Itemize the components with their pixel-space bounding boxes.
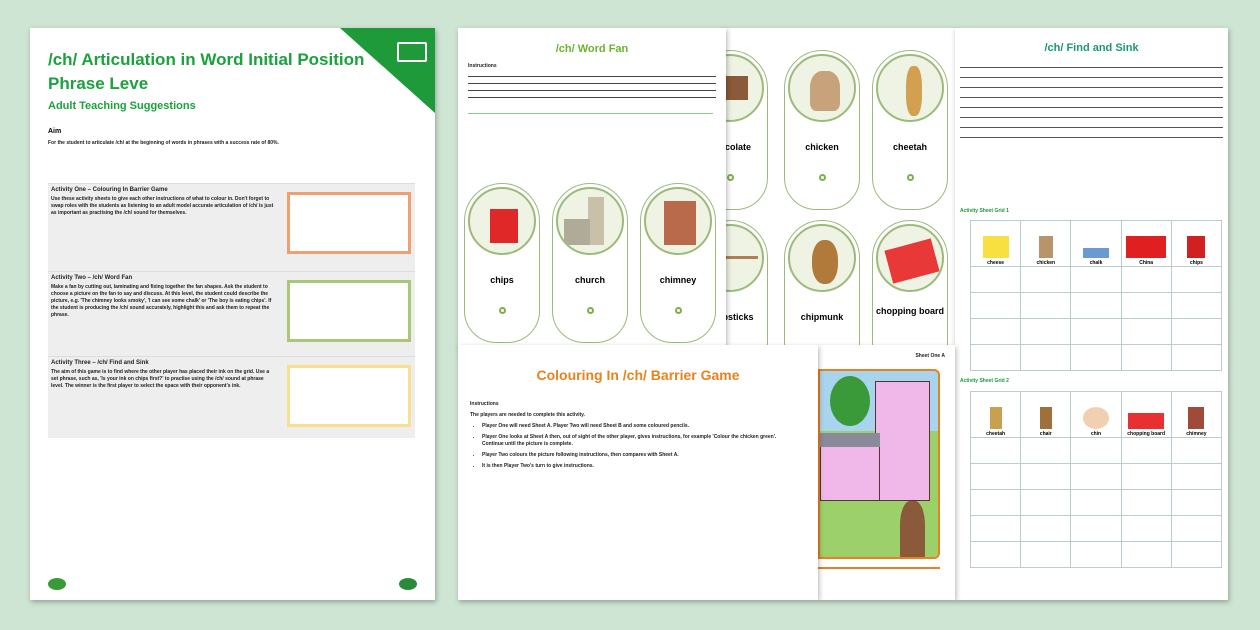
teaching-suggestions-page: /ch/ Articulation in Word Initial Positi… [30, 28, 435, 600]
word-fan-cards-page: chocolate chicken cheetah chopsticks chi… [722, 28, 957, 348]
instruction-steps: Player One will need Sheet A. Player Two… [482, 423, 782, 470]
card-label: church [574, 275, 605, 285]
divider [468, 113, 713, 114]
grid-cell[interactable]: cheese [969, 220, 1022, 267]
grid-cell[interactable]: China [1120, 220, 1172, 267]
activity-one: Activity One – Colouring In Barrier Game… [48, 183, 415, 271]
step: Player One will need Sheet A. Player Two… [482, 423, 782, 430]
activity-text: The aim of this game is to find where th… [51, 369, 270, 389]
fan-card: chocolate [722, 50, 768, 210]
instructions-label: Instructions [470, 401, 499, 407]
activity-thumbnail [287, 192, 411, 254]
grid-label: Activity Sheet Grid 2 [960, 378, 1009, 384]
sheet-label: Sheet One A [915, 353, 945, 359]
card-label: chimney [659, 275, 697, 285]
logo-icon [48, 578, 66, 590]
card-label: chicken [805, 142, 839, 152]
page-subtitle: Adult Teaching Suggestions [48, 100, 196, 112]
card-label: chips [490, 275, 514, 285]
instructions-label: Instructions [468, 63, 497, 69]
fan-card: church [552, 183, 628, 343]
screen-icon [397, 42, 427, 62]
card-label: chipmunk [800, 312, 844, 322]
church-picture [818, 369, 940, 559]
card-label: chopping board [876, 306, 944, 316]
activity-thumbnail [287, 280, 411, 342]
page-title: /ch/ Articulation in Word Initial Positi… [48, 50, 365, 93]
grid-cell[interactable]: chin [1070, 391, 1122, 438]
grid-cell[interactable]: chimney [1170, 391, 1223, 438]
step: Player One looks at Sheet A then, out of… [482, 434, 782, 448]
instructions-text [960, 62, 1223, 142]
grid-cell[interactable]: cheetah [969, 391, 1022, 438]
logo-icon [399, 578, 417, 590]
fan-card: chipmunk [784, 220, 860, 348]
activity-title: Activity One – Colouring In Barrier Game [51, 187, 168, 193]
activity-text: Make a fan by cutting out, laminating an… [51, 284, 272, 318]
activity-title: Activity Two – /ch/ Word Fan [51, 275, 133, 281]
card-label: chopsticks [722, 312, 754, 322]
grid-cell[interactable]: chalk [1070, 220, 1122, 267]
step: It is then Player Two's turn to give ins… [482, 463, 782, 470]
instructions-intro: The players are needed to complete this … [470, 412, 585, 418]
fan-card: chopsticks [722, 220, 768, 348]
grid-label: Activity Sheet Grid 1 [960, 208, 1009, 214]
fan-card: chicken [784, 50, 860, 210]
word-fan-title: /ch/ Word Fan [555, 43, 629, 55]
aim-label: Aim [48, 128, 62, 135]
instructions-text [468, 73, 716, 103]
step: Player Two colours the picture following… [482, 452, 782, 459]
fan-card: cheetah [872, 50, 948, 210]
activity-text: Use these activity sheets to give each o… [51, 196, 274, 216]
grid-cell[interactable]: chair [1020, 391, 1072, 438]
card-label: chocolate [722, 142, 751, 152]
card-label: cheetah [892, 142, 927, 152]
fan-card: chopping board [872, 220, 948, 348]
activity-title: Activity Three – /ch/ Find and Sink [51, 360, 149, 366]
activity-thumbnail [287, 365, 411, 427]
barrier-game-page: Colouring In /ch/ Barrier Game Instructi… [458, 345, 818, 600]
grid-cell[interactable]: chicken [1020, 220, 1072, 267]
barrier-sheet-a: Sheet One A [818, 345, 955, 600]
aim-text: For the student to articulate /ch/ at th… [48, 140, 279, 146]
grid-cell[interactable]: chopping board [1120, 391, 1172, 438]
find-sink-title: /ch/ Find and Sink [1044, 42, 1139, 54]
grid-cell[interactable]: chips [1170, 220, 1223, 267]
find-and-sink-page: /ch/ Find and Sink Activity Sheet Grid 1… [955, 28, 1228, 600]
word-fan-page: /ch/ Word Fan Instructions chips church … [458, 28, 726, 348]
fan-card: chips [464, 183, 540, 343]
fan-card: chimney [640, 183, 716, 343]
barrier-title: Colouring In /ch/ Barrier Game [536, 367, 740, 383]
